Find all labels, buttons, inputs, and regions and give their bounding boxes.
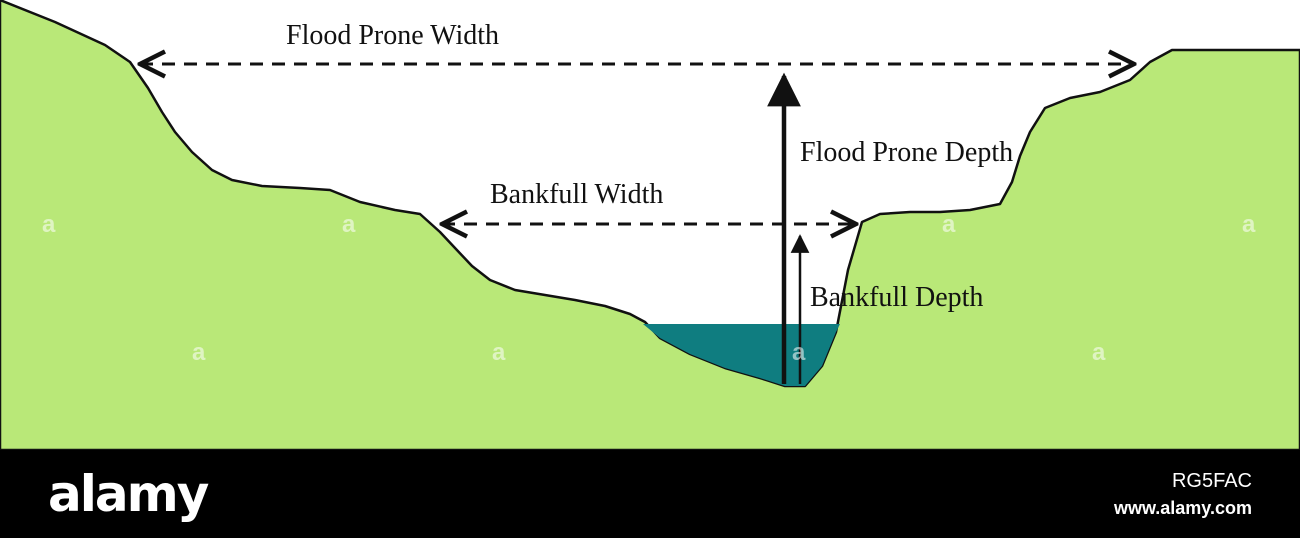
label-flood-prone-depth: Flood Prone Depth — [800, 137, 1013, 168]
alamy-logo: alamy — [48, 465, 209, 523]
watermark-glyph: a — [792, 339, 806, 366]
watermark-glyph: a — [1242, 211, 1256, 238]
watermark-glyph: a — [942, 211, 956, 238]
label-bankfull-depth: Bankfull Depth — [810, 282, 983, 313]
image-id-code: RG5FAC — [1171, 470, 1252, 492]
site-url: www.alamy.com — [1113, 498, 1252, 518]
channel-water — [643, 324, 840, 386]
watermark-glyph: a — [42, 211, 56, 238]
label-flood-prone-width: Flood Prone Width — [286, 20, 499, 51]
watermark-glyph: a — [1092, 339, 1106, 366]
watermark-footer-bar: alamy RG5FAC www.alamy.com — [0, 450, 1300, 538]
channel-cross-section-diagram: Flood Prone Width Flood Prone Depth Bank… — [0, 0, 1300, 450]
label-bankfull-width: Bankfull Width — [490, 179, 663, 210]
watermark-glyph: a — [192, 339, 206, 366]
watermark-glyph: a — [342, 211, 356, 238]
watermark-glyph: a — [492, 339, 506, 366]
